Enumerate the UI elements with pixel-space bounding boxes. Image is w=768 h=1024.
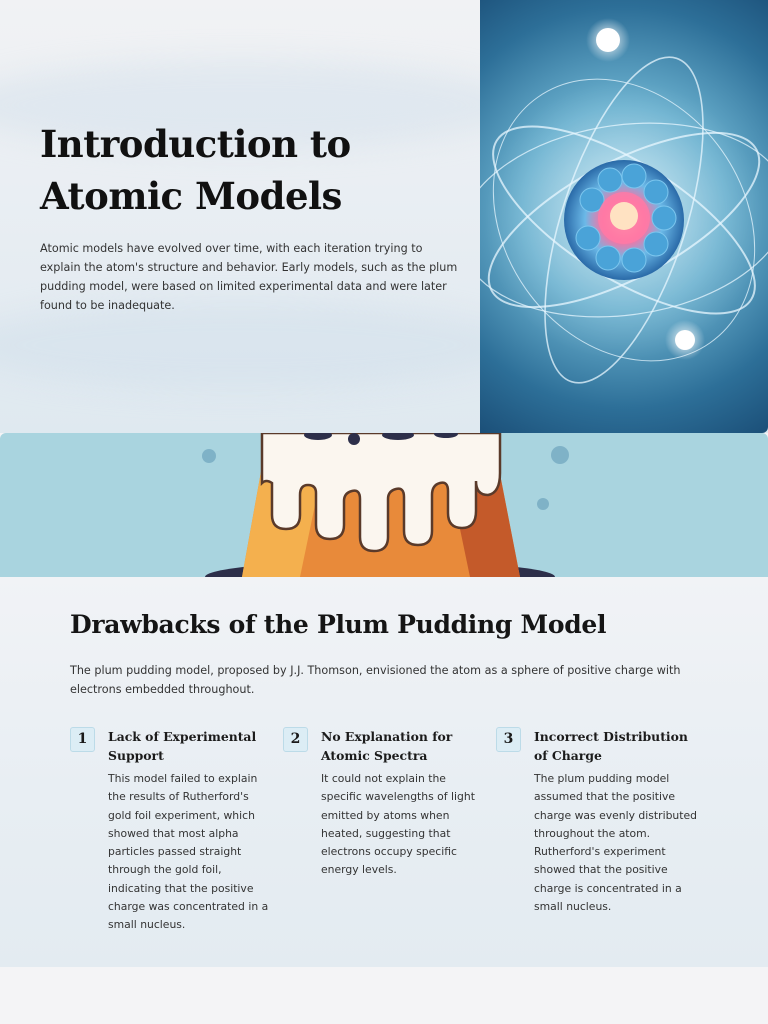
background-mist: [0, 60, 520, 150]
intro-paragraph: Atomic models have evolved over time, wi…: [40, 242, 458, 312]
section-title: Drawbacks of the Plum Pudding Model: [70, 610, 607, 639]
page-title: Introduction to Atomic Models: [40, 122, 351, 218]
card-title: No Explanation for Atomic Spectra: [321, 729, 453, 763]
card-body: It could not explain the specific wavele…: [321, 772, 475, 877]
atom-illustration: [480, 0, 768, 433]
step-number-badge: 2: [283, 727, 308, 752]
background-mist: [0, 300, 520, 390]
section-description: The plum pudding model, proposed by J.J.…: [70, 664, 681, 696]
step-number-badge: 1: [70, 727, 95, 752]
card-title: Incorrect Distribution of Charge: [534, 729, 688, 763]
card-title: Lack of Experimental Support: [108, 729, 257, 763]
page-footer-space: [0, 967, 768, 1024]
card-body: This model failed to explain the results…: [108, 772, 269, 932]
card-body: The plum pudding model assumed that the …: [534, 772, 697, 914]
slide-drawbacks: Drawbacks of the Plum Pudding Model The …: [0, 577, 768, 967]
plum-pudding-illustration: [0, 433, 768, 577]
step-number-badge: 3: [496, 727, 521, 752]
slide-intro: Introduction to Atomic Models Atomic mod…: [0, 0, 768, 433]
